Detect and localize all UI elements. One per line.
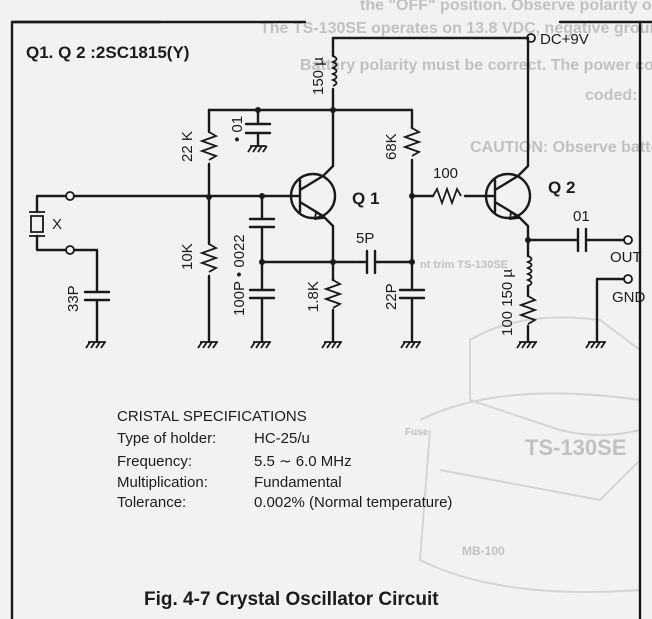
frame-top-edge — [10, 20, 652, 619]
resistor-zigzag-icon — [402, 127, 422, 157]
out-label: OUT — [610, 249, 642, 266]
r100-label: 100 — [433, 165, 458, 182]
resistor-100: 100 — [410, 165, 495, 206]
resistor-zigzag-icon — [432, 186, 462, 206]
ground-icon — [247, 145, 268, 153]
bg-fuse-label: Fuse — [405, 427, 429, 438]
l2-r-label: 100 150 µ — [499, 269, 516, 336]
ground-icon — [197, 341, 218, 349]
ground-icon — [400, 341, 421, 349]
spec-tolerance-label: Tolerance: — [117, 494, 186, 511]
supply-rail: DC+9V 150 µ — [207, 31, 589, 112]
out-terminal-icon — [623, 235, 633, 245]
bg-caution: CAUTION: Observe battery polarity — [470, 139, 652, 156]
c5p-label: 5P — [356, 230, 374, 247]
q1-transistor-icon — [289, 172, 337, 220]
r10k-label: 10K — [179, 243, 196, 270]
c22p-label: 22P — [383, 283, 400, 310]
ground-icon — [85, 341, 106, 349]
bg-text-line3: Battery polarity must be correct. The po… — [300, 57, 652, 74]
capacitor-c01a: • 01 — [229, 108, 272, 153]
ground-icon — [585, 341, 606, 349]
ground-icon — [250, 341, 271, 349]
spec-frequency-label: Frequency: — [117, 453, 192, 470]
resistor-22k: 22 K — [179, 108, 219, 199]
r68k-label: 68K — [383, 133, 400, 160]
bg-car-outline — [418, 392, 641, 593]
bg-radio-label: TS-130SE — [525, 435, 627, 460]
crystal-specifications: CRISTAL SPECIFICATIONS Type of holder: H… — [117, 408, 452, 511]
spec-holder-label: Type of holder: — [117, 430, 216, 447]
transistor-type-label: Q1. Q 2 :2SC1815(Y) — [26, 43, 189, 62]
crystal-label: X — [52, 216, 62, 233]
q2-transistor-icon — [484, 172, 532, 220]
spec-holder-value: HC-25/u — [254, 430, 310, 447]
resistor-1-8k: 1.8K — [305, 276, 343, 349]
ground-icon — [516, 341, 537, 349]
q2-label: Q 2 — [548, 178, 575, 197]
resistor-zigzag-icon — [518, 295, 538, 325]
resistor-68k: 68K 22P — [383, 108, 426, 349]
figure-caption: Fig. 4-7 Crystal Oscillator Circuit — [144, 589, 439, 610]
resistor-zigzag-icon — [323, 279, 343, 309]
spec-frequency-value: 5.5 ∼ 6.0 MHz — [254, 453, 352, 470]
dc-supply-label: DC+9V — [540, 31, 589, 48]
c01b-label: 01 — [573, 208, 590, 225]
transistor-q2: Q 2 — [484, 36, 575, 242]
resistor-10k: 10K — [179, 195, 219, 349]
figure-frame — [10, 20, 162, 619]
bg-text-line1: the "OFF" position. Observe polarity of … — [360, 0, 652, 14]
ground-icon — [321, 341, 342, 349]
junction-dots — [206, 107, 531, 265]
spec-multiplication-label: Multiplication: — [117, 474, 208, 491]
bg-text-line2: The TS-130SE operates on 13.8 VDC, negat… — [260, 20, 652, 37]
c01a-label: • 01 — [229, 116, 246, 142]
c0022-label: 100P • 0022 — [231, 234, 248, 316]
r22k-label: 22 K — [179, 131, 196, 162]
emitter-l2-r100: 100 150 µ — [499, 238, 538, 349]
spec-title: CRISTAL SPECIFICATIONS — [117, 408, 307, 425]
c33p-label: 33P — [65, 285, 82, 312]
crystal-network: X 33P — [29, 191, 302, 349]
q1-label: Q 1 — [352, 189, 379, 208]
transistor-q1: Q 1 — [289, 108, 379, 282]
l1-inductor-icon — [330, 55, 338, 87]
bg-mb-label: MB-100 — [462, 544, 505, 558]
resistor-zigzag-icon — [199, 243, 219, 273]
bg-text-line4: coded: — [585, 87, 637, 104]
r18k-label: 1.8K — [305, 281, 322, 312]
spec-tolerance-value: 0.002% (Normal temperature) — [254, 494, 452, 511]
gnd-label: GND — [612, 289, 646, 306]
bg-front-trim: nt trim TS-130SE — [420, 259, 508, 271]
l2-inductor-icon — [525, 255, 533, 287]
output-network: 01 OUT GND — [526, 208, 646, 349]
bg-radio-outline — [469, 316, 641, 436]
resistor-zigzag-icon — [199, 131, 219, 161]
l1-label: 150 µ — [310, 57, 327, 95]
spec-multiplication-value: Fundamental — [254, 474, 342, 491]
capacitor-5p: 5P — [356, 230, 412, 275]
crystal-icon — [29, 211, 45, 237]
capacitor-0022-100p: 100P • 0022 — [231, 194, 362, 349]
background-bleed: the "OFF" position. Observe polarity of … — [260, 0, 652, 593]
